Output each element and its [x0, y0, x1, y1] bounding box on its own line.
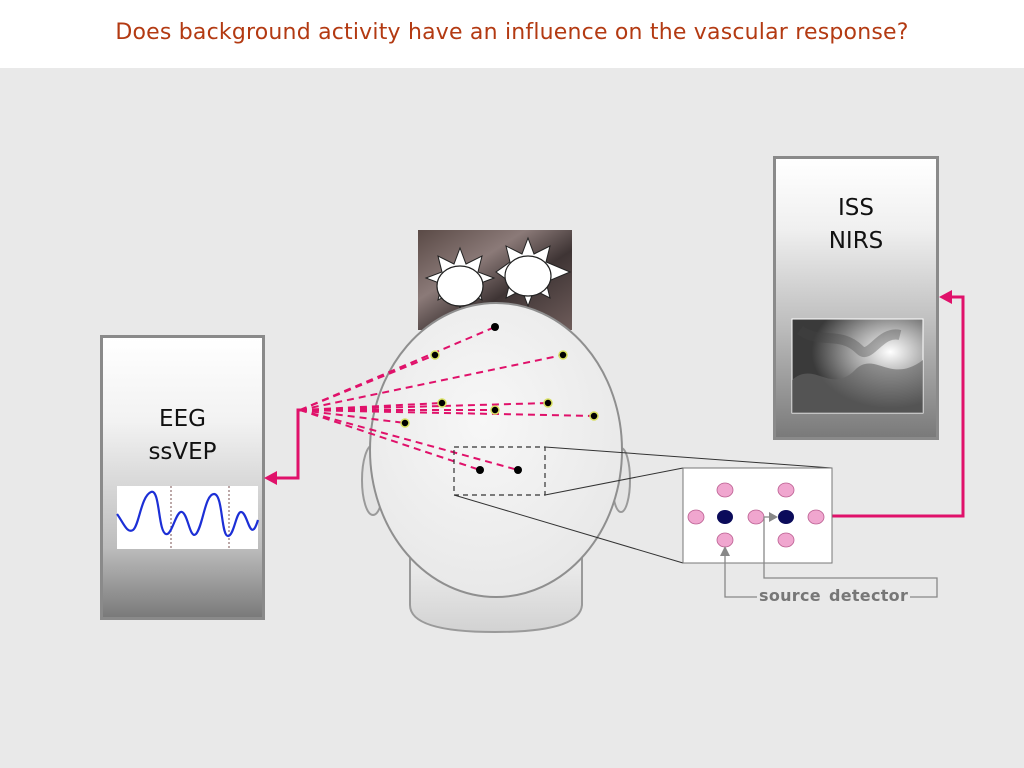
nirs-arrow — [832, 290, 965, 518]
electrode — [491, 323, 499, 331]
eeg-waveform — [116, 486, 260, 549]
electrode — [558, 350, 568, 360]
slide-title: Does background activity have an influen… — [115, 20, 909, 45]
zoom-region — [453, 446, 546, 496]
waveform-trace — [116, 490, 260, 538]
eeg-arrow — [264, 408, 302, 485]
eeg-connector-lines — [299, 326, 595, 471]
waveform-background — [117, 486, 258, 549]
arrow-head-icon — [264, 471, 277, 485]
detector-dot — [716, 482, 734, 498]
electrode — [490, 405, 500, 415]
title-bar — [0, 0, 1024, 68]
flash-star-right-icon — [495, 236, 572, 308]
eeg-label-line1: EEG — [159, 406, 206, 432]
detector-dot — [687, 509, 705, 525]
electrode — [400, 418, 410, 428]
electrode — [430, 350, 440, 360]
nirs-label-line2: NIRS — [828, 228, 884, 254]
nirs-label: ISS NIRS — [776, 192, 936, 258]
source-dot — [778, 510, 794, 524]
source-dot — [717, 510, 733, 524]
electrodes — [400, 323, 599, 474]
detector-dot — [777, 482, 795, 498]
detector-dot — [716, 532, 734, 548]
optode — [514, 466, 522, 474]
pointer-arrow-icon — [769, 512, 778, 522]
eeg-label-line2: ssVEP — [148, 439, 217, 465]
probe-layout — [682, 467, 833, 564]
optode — [476, 466, 484, 474]
head-illustration — [361, 302, 631, 634]
head — [369, 302, 623, 598]
electrode — [543, 398, 553, 408]
zoom-callout — [453, 446, 833, 564]
eeg-device: EEG ssVEP — [100, 335, 265, 620]
probe-legend: source detector — [757, 586, 911, 605]
electrode — [437, 398, 447, 408]
flash-star-left-icon — [424, 246, 496, 310]
legend-detector: detector — [828, 586, 909, 605]
nirs-label-line1: ISS — [838, 195, 874, 221]
pointer-arrow-icon — [720, 546, 730, 556]
detector-dot — [747, 509, 765, 525]
eeg-label: EEG ssVEP — [103, 403, 262, 469]
detector-dot — [777, 532, 795, 548]
nirs-image — [791, 318, 924, 414]
legend-pointers — [720, 512, 938, 598]
detector-dot — [807, 509, 825, 525]
legend-source: source — [759, 586, 821, 605]
electrode — [589, 411, 599, 421]
arrow-head-icon — [939, 290, 952, 304]
